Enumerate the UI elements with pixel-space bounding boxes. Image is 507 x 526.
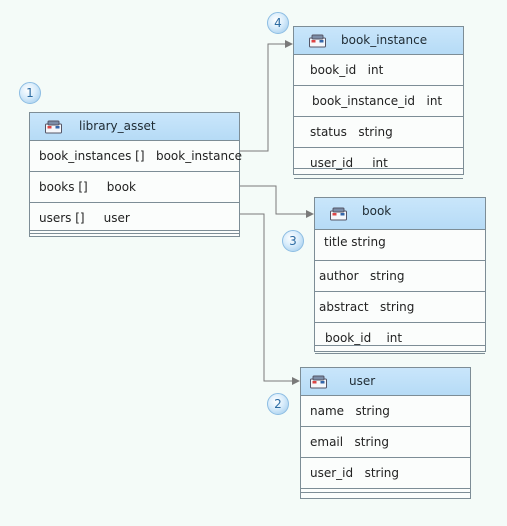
field-author[interactable]: author string bbox=[315, 261, 485, 292]
entity-header-user: user bbox=[301, 368, 470, 396]
field-text-users: users [] user bbox=[39, 211, 130, 225]
field-text-book-instance-id: book_instance_id int bbox=[312, 94, 443, 108]
connector-book-instances bbox=[239, 40, 293, 152]
field-text-title: title string bbox=[324, 235, 386, 249]
entity-title-library-asset: library_asset bbox=[79, 119, 156, 133]
entity-header-book-instance: book_instance bbox=[294, 27, 463, 55]
entity-title-book-instance: book_instance bbox=[341, 33, 428, 47]
table-icon bbox=[330, 207, 347, 221]
entity-footer-book bbox=[315, 345, 485, 351]
field-email[interactable]: email string bbox=[301, 427, 470, 458]
entity-badge-book: 3 bbox=[282, 230, 304, 252]
entity-library-asset[interactable]: library_asset book_instances [] book_ins… bbox=[29, 112, 243, 237]
field-name[interactable]: name string bbox=[301, 396, 470, 427]
field-text-book-id: book_id int bbox=[310, 63, 384, 77]
entity-badge-library-asset: 1 bbox=[19, 82, 41, 104]
field-users[interactable]: users [] user bbox=[30, 203, 239, 234]
field-user-id[interactable]: user_id int bbox=[294, 148, 463, 179]
entity-badge-user: 2 bbox=[267, 393, 289, 415]
field-text-user-id: user_id string bbox=[310, 466, 400, 480]
field-text-name: name string bbox=[310, 404, 390, 418]
field-text-book-instances: book_instances [] book_instance bbox=[39, 149, 243, 163]
entity-book-instance[interactable]: book_instance book_id int book_instance_… bbox=[293, 26, 464, 179]
connector-books bbox=[239, 185, 314, 218]
table-icon bbox=[309, 34, 326, 48]
entity-footer-library-asset bbox=[30, 230, 239, 236]
field-text-user-id: user_id int bbox=[310, 156, 388, 170]
field-user-id[interactable]: user_id string bbox=[301, 458, 470, 489]
field-books[interactable]: books [] book bbox=[30, 172, 239, 203]
field-text-author: author string bbox=[319, 269, 405, 283]
field-status[interactable]: status string bbox=[294, 117, 463, 148]
table-icon bbox=[45, 120, 62, 134]
field-book-instance-id[interactable]: book_instance_id int bbox=[294, 86, 463, 117]
entity-title-book: book bbox=[362, 204, 392, 218]
entity-header-library-asset: library_asset bbox=[30, 113, 239, 141]
field-text-abstract: abstract string bbox=[319, 300, 415, 314]
field-title[interactable]: title string bbox=[315, 230, 485, 261]
entity-title-user: user bbox=[349, 374, 376, 388]
field-abstract[interactable]: abstract string bbox=[315, 292, 485, 323]
entity-header-book: book bbox=[315, 198, 485, 230]
field-text-email: email string bbox=[310, 435, 389, 449]
connector-users bbox=[239, 213, 300, 385]
entity-footer-user bbox=[301, 492, 470, 498]
field-text-status: status string bbox=[310, 125, 393, 139]
field-text-books: books [] book bbox=[39, 180, 137, 194]
entity-badge-book-instance: 4 bbox=[267, 12, 289, 34]
field-book-id[interactable]: book_id int bbox=[315, 323, 485, 354]
field-book-id[interactable]: book_id int bbox=[294, 55, 463, 86]
entity-user[interactable]: user name string email string user_id st… bbox=[300, 367, 471, 499]
entity-footer-book-instance bbox=[294, 168, 463, 174]
field-text-book-id: book_id int bbox=[325, 331, 403, 345]
field-book-instances[interactable]: book_instances [] book_instance bbox=[30, 141, 243, 172]
entity-book[interactable]: book title string author string abstract… bbox=[314, 197, 486, 354]
table-icon bbox=[310, 375, 327, 389]
